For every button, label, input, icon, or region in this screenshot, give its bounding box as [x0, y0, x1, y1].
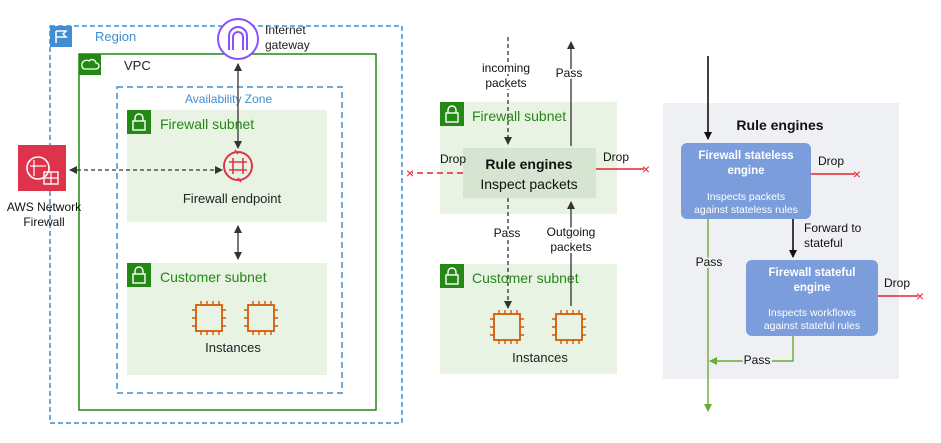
stateful-engine-title-line1: Firewall stateful — [769, 267, 856, 279]
vpc-cloud-icon — [79, 54, 101, 75]
forward-label-line2: stateful — [804, 236, 843, 250]
rule-engines-subtitle: Inspect packets — [480, 176, 577, 192]
customer-subnet — [440, 264, 617, 374]
stateful-pass-label: Pass — [744, 353, 771, 367]
lock-icon — [127, 110, 151, 134]
outgoing-packets-label-line2: packets — [550, 240, 591, 254]
stateless-pass-label: Pass — [696, 255, 723, 269]
stateless-drop-label: Drop — [818, 154, 844, 168]
firewall-endpoint-icon — [223, 149, 253, 183]
region-flag-icon — [50, 26, 72, 47]
stateless-drop-x: × — [853, 166, 861, 182]
lock-icon — [440, 264, 464, 288]
instances-label: Instances — [205, 340, 261, 355]
pass-down-label: Pass — [494, 226, 521, 240]
ec2-instance-chip-icon — [490, 310, 524, 344]
availability-zone-label: Availability Zone — [185, 92, 272, 106]
lock-icon — [440, 102, 464, 126]
firewall-subnet-label: Firewall subnet — [160, 116, 254, 132]
internet-gateway-label-line1: Internet — [265, 23, 306, 37]
pass-up-label: Pass — [556, 66, 583, 80]
firewall-subnet-label: Firewall subnet — [472, 108, 566, 124]
stateless-engine-title-line1: Firewall stateless — [698, 150, 793, 162]
stateful-engine-box — [746, 260, 878, 336]
ec2-instance-chip-icon — [552, 310, 586, 344]
stateless-engine-box — [681, 143, 811, 219]
aws-network-firewall-label-line2: Firewall — [23, 215, 64, 229]
region-label: Region — [95, 29, 136, 44]
aws-network-firewall-icon — [18, 145, 66, 191]
stateful-drop-x: × — [916, 288, 924, 304]
rule-engines-title: Rule engines — [485, 156, 572, 172]
ec2-instance-chip-icon — [192, 301, 226, 335]
customer-subnet — [127, 263, 327, 375]
drop-left-x: × — [406, 165, 414, 181]
drop-right-label: Drop — [603, 150, 629, 164]
outgoing-packets-label-line1: Outgoing — [547, 225, 596, 239]
stateless-engine-desc-line1: Inspects packets — [707, 191, 785, 203]
incoming-packets-label-line1: incoming — [482, 61, 530, 75]
lock-icon — [127, 263, 151, 287]
internet-gateway-icon — [217, 18, 259, 60]
availability-zone-boundary — [116, 86, 343, 394]
customer-subnet-label: Customer subnet — [160, 269, 267, 285]
internet-gateway-label-line2: gateway — [265, 38, 310, 52]
drop-left-label: Drop — [440, 152, 466, 166]
instances-label: Instances — [512, 350, 568, 365]
stateful-engine-desc-line2: against stateful rules — [764, 320, 860, 332]
stateful-engine-desc-line1: Inspects workflows — [768, 307, 856, 319]
forward-label-line1: Forward to — [804, 221, 862, 235]
incoming-packets-label-line2: packets — [485, 76, 526, 90]
firewall-endpoint-label: Firewall endpoint — [183, 191, 282, 206]
rule-engines-panel-title: Rule engines — [736, 117, 823, 133]
stateless-engine-title-line2: engine — [727, 165, 764, 177]
customer-subnet-label: Customer subnet — [472, 270, 579, 286]
stateful-pass-line — [709, 336, 794, 365]
stateful-engine-title-line2: engine — [793, 282, 830, 294]
aws-network-firewall-label-line1: AWS Network — [7, 200, 82, 214]
drop-right-x: × — [642, 161, 650, 177]
stateful-drop-label: Drop — [884, 276, 910, 290]
stateless-engine-desc-line2: against stateless rules — [694, 204, 798, 216]
rule-engines-box — [463, 148, 596, 198]
vpc-label: VPC — [124, 58, 151, 73]
ec2-instance-chip-icon — [244, 301, 278, 335]
